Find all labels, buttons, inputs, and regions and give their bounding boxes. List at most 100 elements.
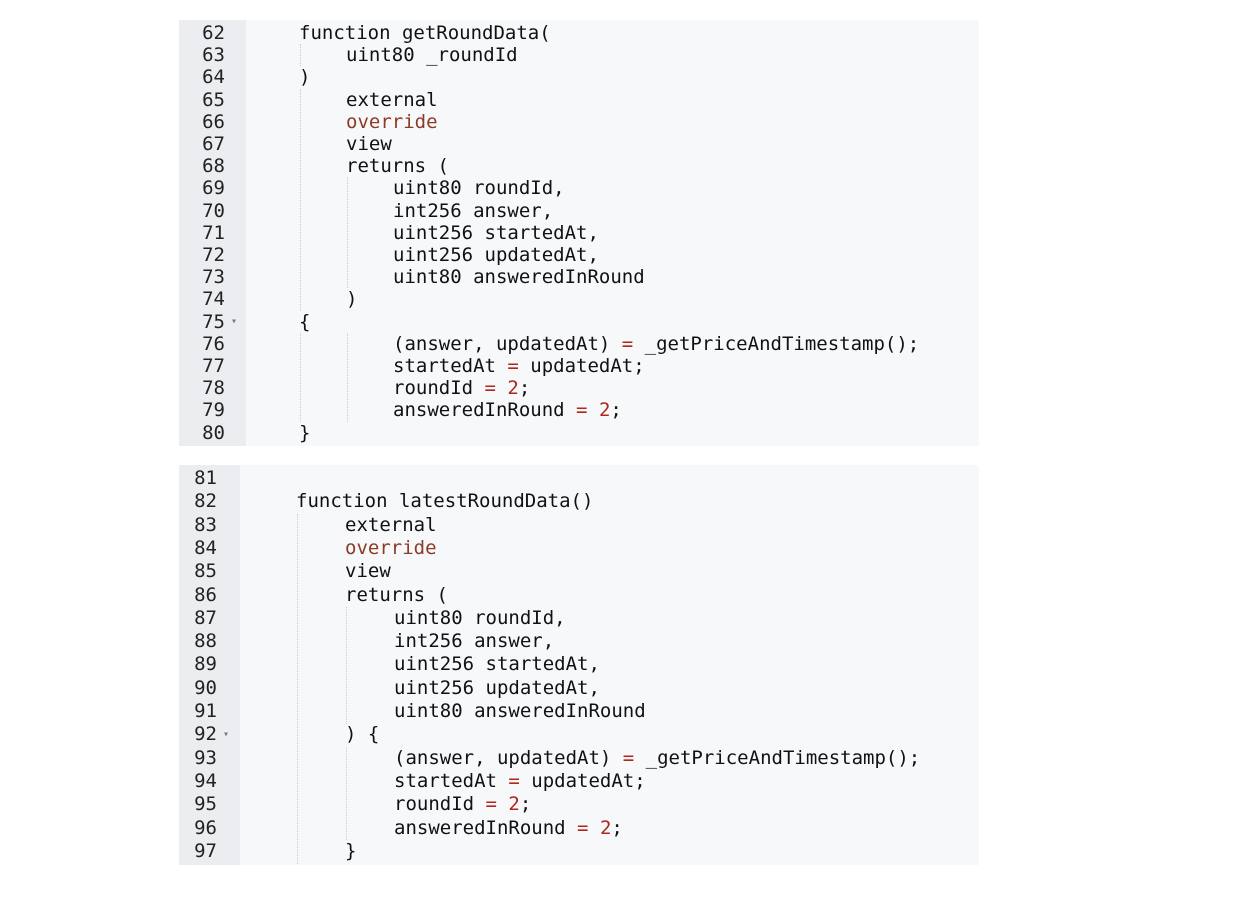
line-number: 86: [194, 584, 217, 606]
code-token: _getPriceAndTimestamp();: [633, 333, 920, 355]
code-token: ): [299, 66, 311, 88]
code-text: uint256 startedAt,: [393, 222, 599, 244]
code-token: ): [346, 288, 358, 310]
code-token: external: [345, 514, 437, 536]
line-number: 73: [202, 266, 225, 288]
line-number: 69: [202, 177, 225, 199]
fold-caret-icon[interactable]: ▾: [231, 316, 238, 327]
line-number: 94: [194, 770, 217, 792]
line-number: 95: [194, 793, 217, 815]
code-text: ): [299, 66, 310, 88]
code-token: uint256 startedAt,: [393, 222, 599, 244]
line-number: 72: [202, 244, 225, 266]
code-token: updatedAt;: [519, 770, 646, 792]
number-token: 2: [508, 793, 520, 815]
line-number: 68: [202, 155, 225, 177]
code-text: uint80 roundId,: [394, 607, 566, 630]
code-text: startedAt = updatedAt;: [393, 355, 645, 377]
code-line: 81: [179, 467, 979, 490]
code-text: function getRoundData(: [299, 22, 551, 44]
code-text: int256 answer,: [394, 630, 554, 653]
code-line: 94 startedAt = updatedAt;: [179, 770, 979, 793]
code-token: returns (: [345, 584, 448, 606]
line-number: 77: [202, 355, 225, 377]
code-token: function getRoundData(: [299, 22, 551, 44]
code-text: override: [346, 111, 438, 133]
line-number: 87: [194, 607, 217, 629]
code-text: roundId = 2;: [394, 793, 531, 816]
code-text: startedAt = updatedAt;: [394, 770, 646, 793]
code-line: 72 uint256 updatedAt,: [179, 244, 979, 266]
line-number: 62: [202, 22, 225, 44]
operator-token: =: [484, 377, 496, 399]
indent-guide: [347, 177, 348, 288]
code-token: ;: [611, 817, 623, 839]
code-text: external: [346, 89, 438, 111]
code-text: view: [346, 133, 392, 155]
code-text: }: [345, 840, 356, 863]
code-token: int256 answer,: [394, 630, 555, 652]
line-number: 81: [194, 467, 217, 489]
code-token: ;: [519, 793, 532, 815]
code-text: roundId = 2;: [393, 377, 530, 399]
code-text: (answer, updatedAt) = _getPriceAndTimest…: [394, 747, 920, 770]
code-text: uint80 _roundId: [346, 44, 518, 66]
line-number: 76: [202, 333, 225, 355]
code-token: startedAt: [393, 355, 508, 377]
indent-guide: [300, 44, 301, 66]
indent-guide: [300, 333, 301, 422]
code-line: 62 function getRoundData(: [179, 22, 979, 44]
line-number: 92: [194, 723, 217, 745]
line-number: 74: [202, 288, 225, 310]
code-token: uint256 startedAt,: [394, 653, 600, 675]
code-token: ;: [518, 377, 531, 399]
code-text: external: [345, 514, 437, 537]
code-token: ;: [610, 399, 622, 421]
code-line: 92 ▾ ) {: [179, 723, 979, 746]
line-number: 96: [194, 817, 217, 839]
number-token: 2: [599, 817, 612, 839]
code-token: roundId: [393, 377, 485, 399]
code-line: 91 uint80 answeredInRound: [179, 700, 979, 723]
code-token: external: [346, 89, 438, 111]
line-number: 83: [194, 514, 217, 536]
line-number: 91: [194, 700, 217, 722]
code-line: 77 startedAt = updatedAt;: [179, 355, 979, 377]
code-token: uint256 updatedAt,: [393, 244, 599, 266]
code-token: {: [299, 311, 311, 333]
code-line: 87 uint80 roundId,: [179, 607, 979, 630]
code-text: view: [345, 560, 391, 583]
fold-caret-icon[interactable]: ▾: [223, 729, 230, 740]
line-number: 66: [202, 111, 225, 133]
operator-token: =: [508, 770, 520, 792]
code-line: 75▾{: [179, 311, 979, 333]
code-token: [588, 817, 599, 839]
code-line: 64): [179, 66, 979, 88]
code-text: uint80 roundId,: [393, 177, 565, 199]
code-line: 76(answer, updatedAt) = _getPriceAndTime…: [179, 333, 979, 355]
code-token: uint80 answeredInRound: [394, 700, 646, 722]
code-line: 93(answer, updatedAt) = _getPriceAndTime…: [179, 747, 979, 770]
code-text: uint80 answeredInRound: [394, 700, 646, 723]
indent-guide: [346, 607, 347, 724]
code-token: _getPriceAndTimestamp();: [634, 747, 921, 769]
code-token: returns (: [346, 155, 449, 177]
code-text: ) {: [345, 723, 379, 746]
code-line: 68 returns (: [179, 155, 979, 177]
code-token: answeredInRound: [394, 817, 578, 839]
code-token: [497, 793, 508, 815]
keyword-token: override: [345, 537, 437, 559]
indent-guide: [297, 514, 298, 864]
line-number: 70: [202, 200, 225, 222]
line-number-gutter: [179, 465, 240, 865]
code-line: 69 uint80 roundId,: [179, 177, 979, 199]
